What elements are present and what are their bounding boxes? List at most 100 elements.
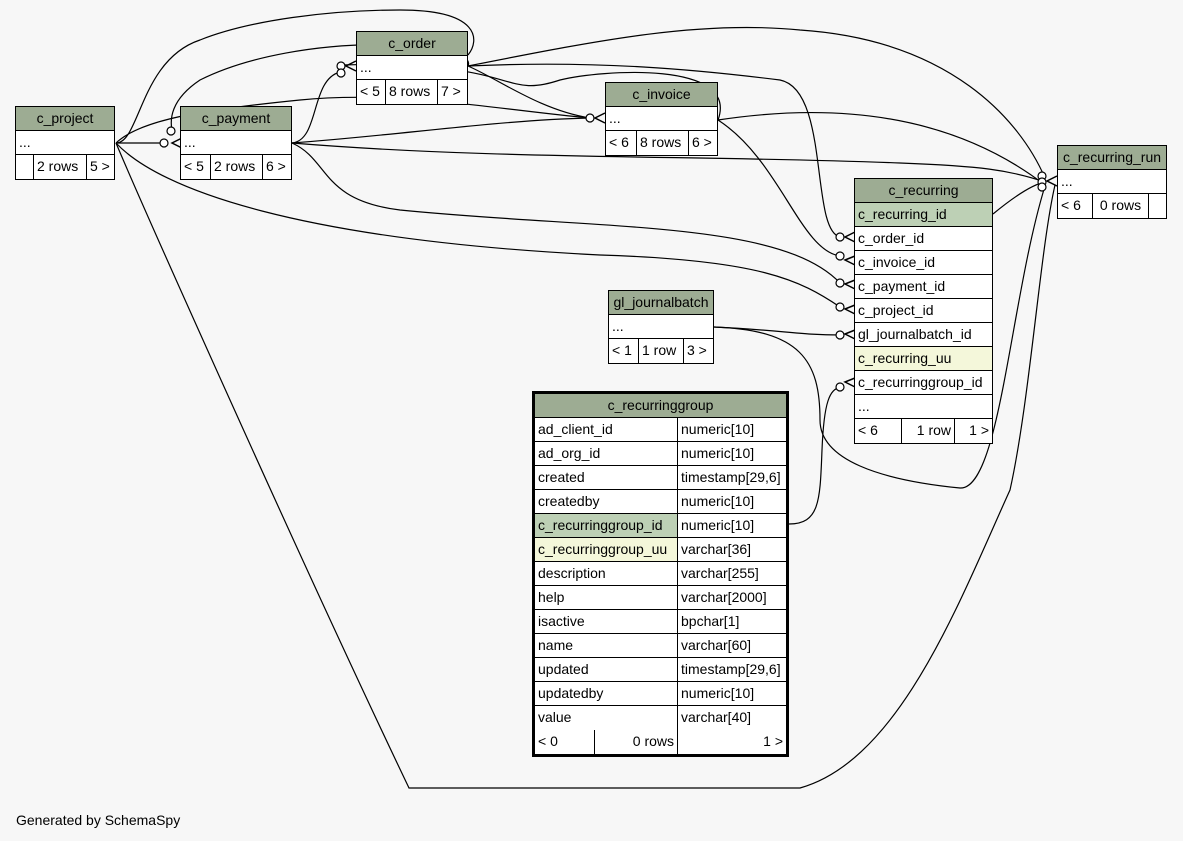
table-row: ad_client_id numeric[10]: [535, 418, 786, 442]
children-count[interactable]: 6 >: [688, 131, 717, 155]
table-row: c_project_id: [855, 299, 992, 323]
ellipsis-cell: ...: [184, 134, 196, 150]
table-stats-row: < 6 1 row 1 >: [855, 419, 992, 443]
ellipsis-cell: ...: [609, 110, 621, 126]
column-c_recurring_uu: c_recurring_uu: [855, 347, 992, 370]
column-type: varchar[255]: [677, 562, 786, 585]
children-count[interactable]: 7 >: [437, 80, 467, 104]
children-count[interactable]: 3 >: [683, 339, 713, 363]
column-name: description: [538, 565, 606, 581]
table-row: c_invoice_id: [855, 251, 992, 275]
children-count: [1148, 194, 1166, 218]
column-type: varchar[40]: [677, 706, 786, 730]
column-type: numeric[10]: [677, 442, 786, 465]
column-c_payment_id: c_payment_id: [858, 278, 946, 294]
parents-count: [16, 155, 33, 179]
column-type: varchar[60]: [677, 634, 786, 657]
parents-count[interactable]: < 5: [360, 83, 380, 99]
table-c_recurring_run[interactable]: c_recurring_run ... < 6 0 rows: [1057, 145, 1167, 219]
row-count: 1 row: [901, 419, 954, 443]
table-header[interactable]: c_order: [357, 32, 467, 56]
column-c_invoice_id: c_invoice_id: [858, 254, 936, 270]
table-row: ...: [855, 395, 992, 419]
children-count[interactable]: 1 >: [677, 730, 786, 754]
table-header[interactable]: c_invoice: [606, 83, 717, 107]
table-header[interactable]: c_recurring: [855, 179, 992, 203]
table-gl_journalbatch[interactable]: gl_journalbatch ... < 1 1 row 3 >: [608, 290, 714, 364]
column-name: created: [538, 469, 585, 485]
ellipsis-cell: ...: [858, 398, 870, 414]
table-c_project[interactable]: c_project ... 2 rows 5 >: [15, 106, 115, 180]
column-type: timestamp[29,6]: [677, 658, 786, 681]
table-row: c_recurringgroup_id: [855, 371, 992, 395]
table-c_recurring[interactable]: c_recurring c_recurring_id c_order_id c_…: [854, 178, 993, 444]
table-row: created timestamp[29,6]: [535, 466, 786, 490]
column-name: ad_client_id: [538, 421, 613, 437]
table-c_recurringgroup[interactable]: c_recurringgroup ad_client_id numeric[10]…: [532, 391, 789, 757]
table-stats-row: < 6 0 rows: [1058, 194, 1166, 218]
table-row: help varchar[2000]: [535, 586, 786, 610]
ellipsis-cell: ...: [360, 59, 372, 75]
table-row: description varchar[255]: [535, 562, 786, 586]
table-header[interactable]: c_recurring_run: [1058, 146, 1166, 170]
column-type: timestamp[29,6]: [677, 466, 786, 489]
column-type: varchar[2000]: [677, 586, 786, 609]
parents-count[interactable]: < 1: [612, 342, 632, 358]
table-header[interactable]: c_payment: [181, 107, 291, 131]
row-count: 0 rows: [1092, 194, 1148, 218]
row-count: 2 rows: [210, 155, 262, 179]
row-count: 8 rows: [636, 131, 688, 155]
ellipsis-cell: ...: [1061, 173, 1073, 189]
table-header[interactable]: c_project: [16, 107, 114, 131]
column-name: c_recurringgroup_uu: [535, 538, 677, 561]
table-stats-row: < 0 0 rows 1 >: [535, 730, 786, 754]
table-stats-row: < 1 1 row 3 >: [609, 339, 713, 363]
table-header[interactable]: c_recurringgroup: [535, 394, 786, 418]
column-type: bpchar[1]: [677, 610, 786, 633]
column-name: value: [538, 709, 572, 725]
ellipsis-cell: ...: [612, 318, 624, 334]
parents-count[interactable]: < 6: [858, 422, 878, 438]
parents-count[interactable]: < 0: [538, 733, 558, 749]
column-gl_journalbatch_id: gl_journalbatch_id: [858, 326, 972, 342]
table-row: c_recurring_id: [855, 203, 992, 227]
children-count[interactable]: 5 >: [86, 155, 114, 179]
table-row: ...: [357, 56, 467, 80]
parents-count[interactable]: < 5: [184, 158, 204, 174]
ellipsis-cell: ...: [19, 134, 31, 150]
column-c_recurring_id: c_recurring_id: [855, 203, 992, 226]
children-count[interactable]: 1 >: [954, 419, 992, 443]
table-c_invoice[interactable]: c_invoice ... < 6 8 rows 6 >: [605, 82, 718, 156]
row-count: 0 rows: [594, 730, 677, 754]
table-row: value varchar[40]: [535, 706, 786, 730]
table-c_payment[interactable]: c_payment ... < 5 2 rows 6 >: [180, 106, 292, 180]
table-row: ad_org_id numeric[10]: [535, 442, 786, 466]
column-type: numeric[10]: [677, 514, 786, 537]
table-row: name varchar[60]: [535, 634, 786, 658]
table-header[interactable]: gl_journalbatch: [609, 291, 713, 315]
column-name: help: [538, 589, 565, 605]
table-row: c_recurring_uu: [855, 347, 992, 371]
parents-count[interactable]: < 6: [609, 134, 629, 150]
column-type: numeric[10]: [677, 418, 786, 441]
column-name: name: [538, 637, 574, 653]
table-stats-row: 2 rows 5 >: [16, 155, 114, 179]
children-count[interactable]: 6 >: [262, 155, 291, 179]
column-name: updatedby: [538, 685, 604, 701]
table-stats-row: < 5 2 rows 6 >: [181, 155, 291, 179]
column-c_recurringgroup_id: c_recurringgroup_id: [858, 374, 983, 390]
table-row: c_order_id: [855, 227, 992, 251]
table-row: ...: [606, 107, 717, 131]
table-stats-row: < 5 8 rows 7 >: [357, 80, 467, 104]
column-name: createdby: [538, 493, 600, 509]
column-name: ad_org_id: [538, 445, 601, 461]
table-row: ...: [1058, 170, 1166, 194]
table-row: c_payment_id: [855, 275, 992, 299]
parents-count[interactable]: < 6: [1061, 197, 1081, 213]
table-c_order[interactable]: c_order ... < 5 8 rows 7 >: [356, 31, 468, 105]
